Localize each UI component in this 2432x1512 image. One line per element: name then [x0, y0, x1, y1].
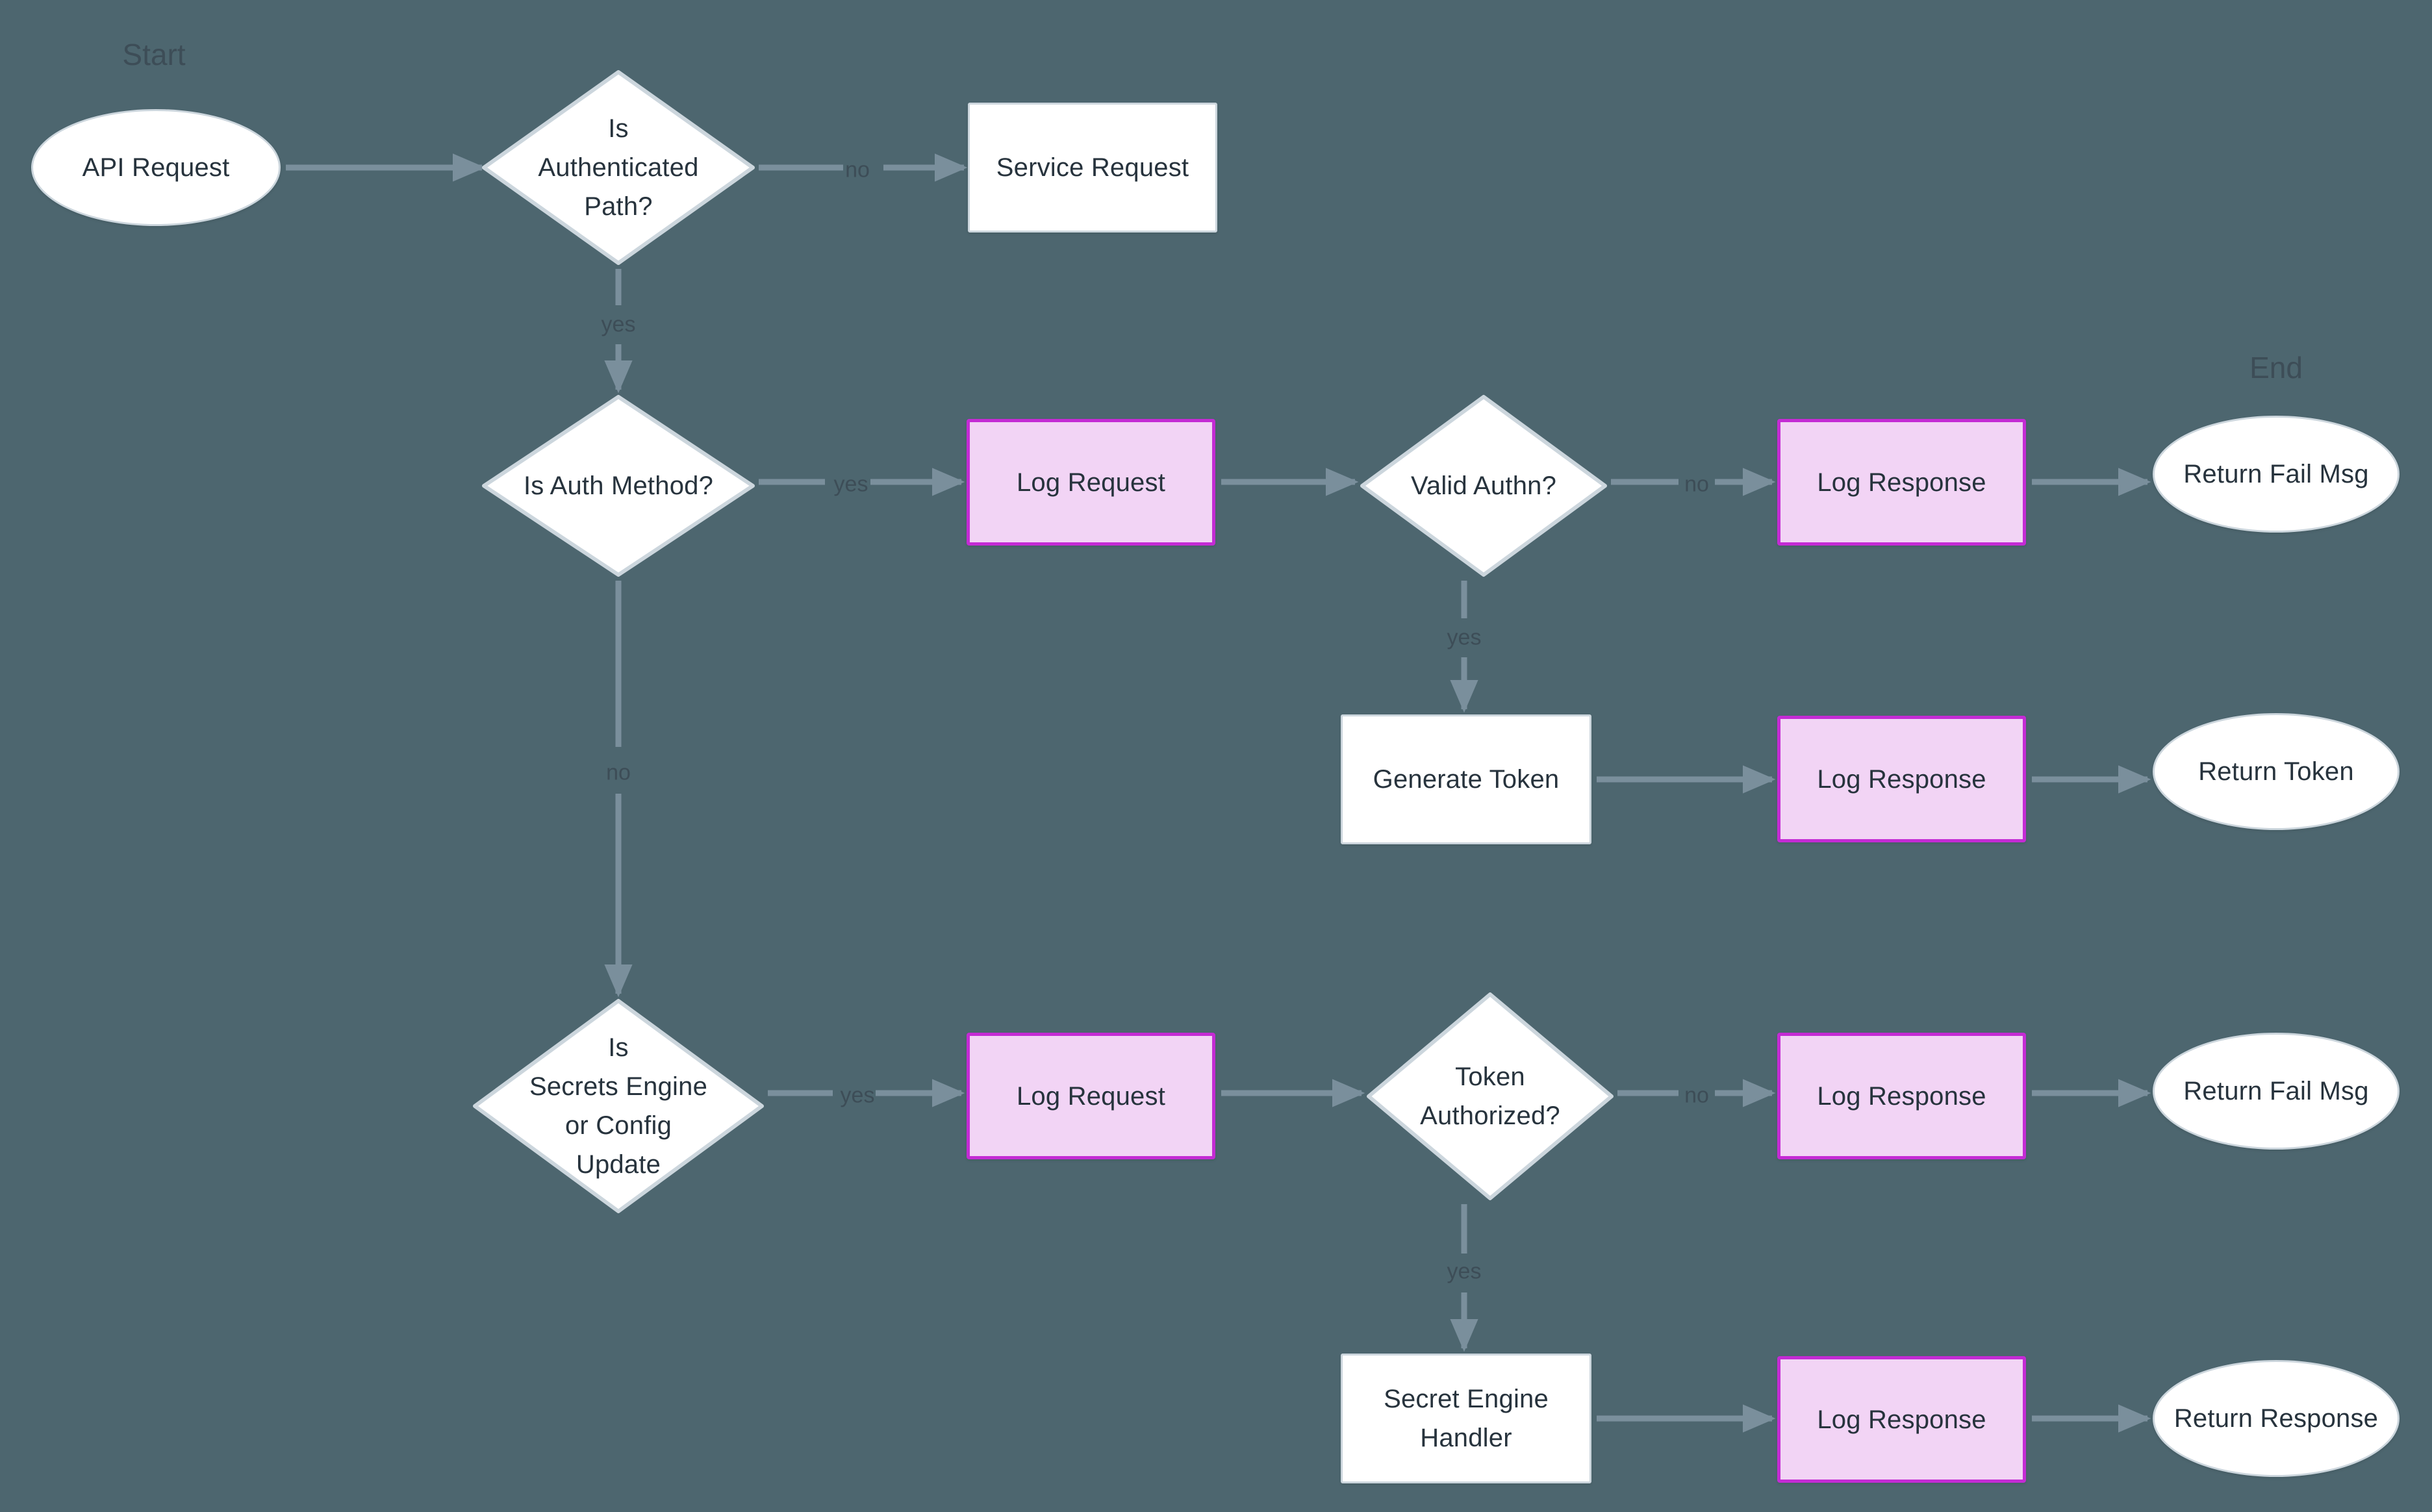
diamond-shape	[482, 395, 755, 577]
node-label-api-request: API Request	[82, 153, 230, 182]
node-log-request-secrets[interactable]: Log Request	[967, 1033, 1215, 1159]
edge-label-e-auth-method-yes: yes	[833, 472, 868, 497]
node-label-return-fail-msg-2: Return Fail Msg	[2183, 1077, 2369, 1105]
node-is-auth-method[interactable]: Is Auth Method?	[482, 395, 755, 577]
node-label-log-response-token: Log Response	[1817, 764, 1986, 794]
node-log-response-token[interactable]: Log Response	[1777, 716, 2026, 842]
node-label-log-request-secrets: Log Request	[1016, 1081, 1166, 1111]
node-valid-authn[interactable]: Valid Authn?	[1360, 395, 1607, 577]
end-label: End	[2249, 351, 2303, 384]
node-label-log-response-fail-2: Log Response	[1817, 1081, 1986, 1111]
node-is-authenticated-path[interactable]: Is Authenticated Path?	[482, 70, 755, 265]
node-service-request[interactable]: Service Request	[968, 103, 1217, 233]
edge-label-e-auth-path-yes: yes	[601, 312, 636, 337]
diamond-shape	[482, 70, 755, 265]
node-label-return-fail-msg-1: Return Fail Msg	[2183, 460, 2369, 488]
node-api-request[interactable]: API Request	[31, 109, 281, 226]
node-label-secret-engine-handler: Secret Engine Handler	[1384, 1385, 1549, 1452]
node-label-return-token: Return Token	[2198, 757, 2354, 786]
node-label-is-authenticated-path: Is Authenticated Path?	[538, 114, 699, 221]
diamond-shape	[473, 999, 764, 1213]
node-secret-engine-handler[interactable]: Secret Engine Handler	[1341, 1354, 1591, 1483]
node-return-response[interactable]: Return Response	[2153, 1360, 2400, 1477]
node-label-log-response-final: Log Response	[1817, 1405, 1986, 1434]
diamond-shape	[1367, 992, 1614, 1200]
node-return-fail-msg-2[interactable]: Return Fail Msg	[2153, 1033, 2400, 1150]
node-return-fail-msg-1[interactable]: Return Fail Msg	[2153, 416, 2400, 533]
node-label-token-authorized: Token Authorized?	[1420, 1063, 1560, 1130]
node-generate-token[interactable]: Generate Token	[1341, 714, 1591, 844]
node-token-authorized[interactable]: Token Authorized?	[1367, 992, 1614, 1200]
node-label-return-response: Return Response	[2173, 1404, 2379, 1433]
edge-label-e-auth-method-no: no	[606, 760, 631, 785]
edge-label-e-auth-path-no: no	[845, 157, 870, 183]
node-label-log-request-auth: Log Request	[1016, 468, 1166, 497]
start-label: Start	[122, 38, 186, 71]
node-return-token[interactable]: Return Token	[2153, 713, 2400, 830]
node-log-response-final[interactable]: Log Response	[1777, 1356, 2026, 1483]
node-label-valid-authn: Valid Authn?	[1410, 472, 1557, 500]
edge-label-e-token-auth-yes: yes	[1447, 1259, 1482, 1284]
node-is-secrets-engine[interactable]: Is Secrets Engine or Config Update	[473, 999, 764, 1213]
node-log-request-auth[interactable]: Log Request	[967, 419, 1215, 546]
edge-label-e-valid-authn-no: no	[1684, 472, 1709, 497]
node-label-service-request: Service Request	[996, 153, 1189, 182]
node-label-generate-token: Generate Token	[1373, 765, 1560, 794]
node-label-log-response-fail-1: Log Response	[1817, 468, 1986, 497]
node-label-is-secrets-engine: Is Secrets Engine or Config Update	[529, 1033, 708, 1179]
edge-label-e-valid-authn-yes: yes	[1447, 625, 1482, 650]
edge-label-e-secrets-yes: yes	[840, 1083, 875, 1108]
node-log-response-fail-2[interactable]: Log Response	[1777, 1033, 2026, 1159]
diamond-shape	[1360, 395, 1607, 577]
node-log-response-fail-1[interactable]: Log Response	[1777, 419, 2026, 546]
edge-label-e-token-auth-no: no	[1684, 1083, 1709, 1108]
node-label-is-auth-method: Is Auth Method?	[523, 472, 714, 500]
